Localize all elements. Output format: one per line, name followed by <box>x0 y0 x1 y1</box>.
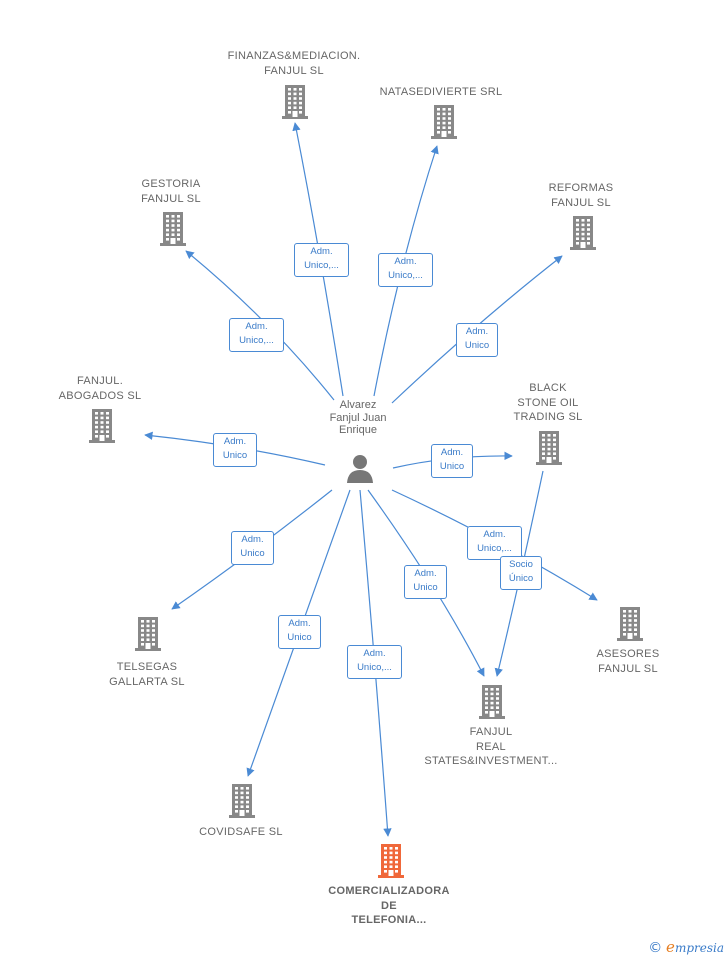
building-icon[interactable] <box>534 431 564 470</box>
relation-label-person-abogados[interactable]: Adm. Unico <box>213 433 257 467</box>
building-icon[interactable] <box>568 216 598 255</box>
relation-label-person-reformas[interactable]: Adm. Unico <box>456 323 498 357</box>
company-label-blackstone[interactable]: BLACK STONE OIL TRADING SL <box>513 382 583 423</box>
relation-label-person-covidsafe[interactable]: Adm. Unico <box>278 615 321 649</box>
relation-label-person-comercializadora[interactable]: Adm. Unico,... <box>347 645 402 679</box>
relation-label-blackstone-fanjulreal[interactable]: Socio Único <box>500 556 542 590</box>
footer-brand: © empresia <box>648 938 724 956</box>
building-icon[interactable] <box>477 685 507 724</box>
company-label-telsegas[interactable]: TELSEGAS GALLARTA SL <box>109 661 185 688</box>
building-icon[interactable] <box>158 212 188 251</box>
company-label-abogados[interactable]: FANJUL. ABOGADOS SL <box>58 375 142 402</box>
relation-label-person-asesores[interactable]: Adm. Unico,... <box>467 526 522 560</box>
company-label-natasedivierte[interactable]: NATASEDIVIERTE SRL <box>379 86 503 98</box>
company-label-finanzas[interactable]: FINANZAS&MEDIACION. FANJUL SL <box>227 50 361 77</box>
relation-label-person-gestoria[interactable]: Adm. Unico,... <box>229 318 284 352</box>
person-label[interactable]: Alvarez Fanjul Juan Enrique <box>329 399 387 436</box>
brand-logo-text: mpresia <box>674 941 724 955</box>
company-label-fanjulreal[interactable]: FANJUL REAL STATES&INVESTMENT... <box>424 726 558 767</box>
relation-label-person-blackstone[interactable]: Adm. Unico <box>431 444 473 478</box>
company-label-reformas[interactable]: REFORMAS FANJUL SL <box>548 182 614 209</box>
building-icon[interactable] <box>227 784 257 823</box>
building-icon[interactable] <box>376 844 406 883</box>
relation-label-person-fanjulreal[interactable]: Adm. Unico <box>404 565 447 599</box>
brand-logo-e: e <box>666 938 675 956</box>
relation-label-person-telsegas[interactable]: Adm. Unico <box>231 531 274 565</box>
company-label-comercializadora[interactable]: COMERCIALIZADORA DE TELEFONIA... <box>328 885 450 926</box>
building-icon[interactable] <box>615 607 645 646</box>
building-icon[interactable] <box>429 105 459 144</box>
company-label-covidsafe[interactable]: COVIDSAFE SL <box>199 826 283 838</box>
relation-label-person-finanzas[interactable]: Adm. Unico,... <box>294 243 349 277</box>
company-label-asesores[interactable]: ASESORES FANJUL SL <box>596 648 660 675</box>
person-icon[interactable] <box>345 453 375 488</box>
company-label-gestoria[interactable]: GESTORIA FANJUL SL <box>141 178 201 205</box>
building-icon[interactable] <box>133 617 163 656</box>
building-icon[interactable] <box>87 409 117 448</box>
relation-label-person-natasedivierte[interactable]: Adm. Unico,... <box>378 253 433 287</box>
copyright-icon: © <box>648 940 663 956</box>
building-icon[interactable] <box>280 85 310 124</box>
